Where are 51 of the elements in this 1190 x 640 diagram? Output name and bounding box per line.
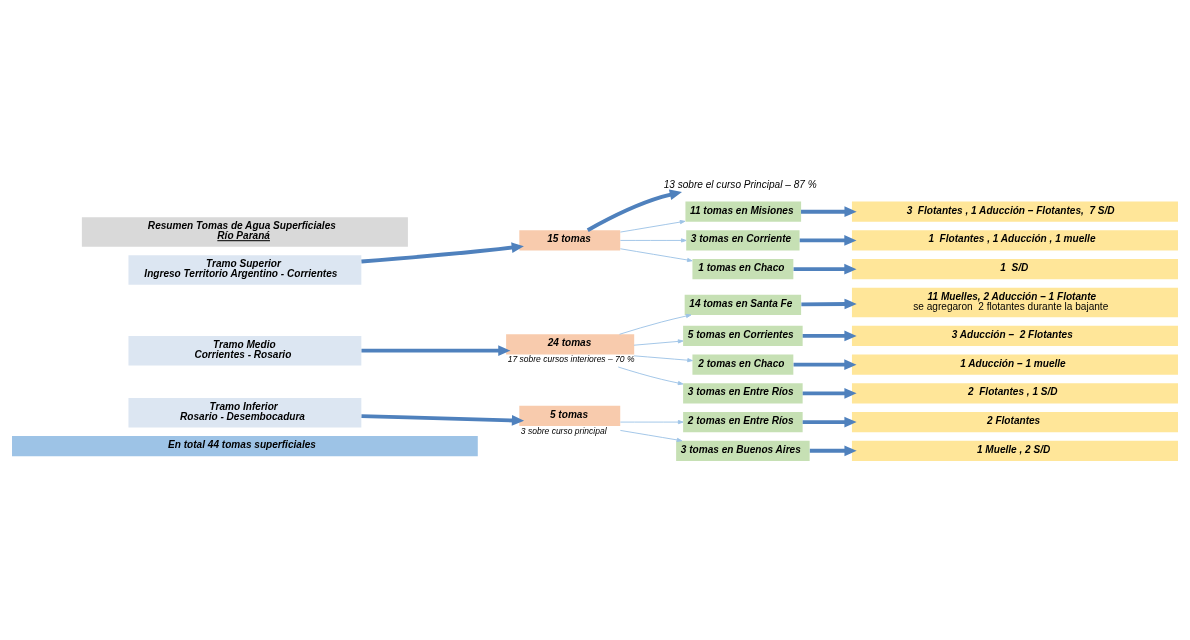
node-box: Tramo Superior Ingreso Territorio Argentino - Corrientes <box>128 255 362 285</box>
arrow <box>809 445 857 457</box>
arrow <box>619 420 684 425</box>
arrow <box>619 313 692 335</box>
arrow <box>793 263 857 275</box>
node-box: 1 Flotantes , 1 Aducción , 1 muelle <box>851 230 1178 251</box>
node-box: Tramo Medio Corrientes - Rosario <box>128 335 362 366</box>
node-label: 3 sobre curso principal <box>520 425 607 436</box>
node-box: 24 tomas <box>506 334 635 355</box>
node-box: 3 tomas en Corriente <box>686 230 800 251</box>
node-box: 2 tomas en Entre Ríos <box>683 412 803 433</box>
node-box: 3 Aducción – 2 Flotantes <box>851 325 1178 346</box>
arrow <box>361 414 525 426</box>
node-box: Resumen Tomas de Agua Superficiales Río Paraná <box>81 217 408 247</box>
arrow <box>617 366 684 386</box>
node-box: 11 Muelles, 2 Aducción – 1 Flotante se agregaron 2 flotantes durante la bajante <box>851 287 1178 318</box>
arrow <box>801 206 857 218</box>
node-box: 1 tomas en Chaco <box>692 259 794 280</box>
arrow <box>802 330 857 342</box>
node-box: En total 44 tomas superficiales <box>12 436 478 457</box>
arrow <box>802 416 857 428</box>
node-box: 5 tomas en Corrientes <box>683 325 803 346</box>
arrow <box>802 388 857 399</box>
node-box: 15 tomas <box>519 230 621 251</box>
arrow <box>361 242 524 264</box>
node-box: 1 Aducción – 1 muelle <box>851 354 1178 375</box>
arrow <box>633 355 693 363</box>
arrow <box>801 298 857 310</box>
arrow <box>619 220 686 233</box>
node-box: Tramo Inferior Rosario - Desembocadura <box>128 398 362 428</box>
node-box: 1 S/D <box>851 259 1178 280</box>
node-box: 3 tomas en Entre Ríos <box>683 383 803 404</box>
arrow <box>619 429 683 442</box>
node-box: 5 tomas <box>519 405 621 426</box>
node-box: 3 tomas en Buenos Aires <box>676 440 810 461</box>
arrow <box>619 238 687 243</box>
node-label: 17 sobre cursos interiores – 70 % <box>507 354 635 365</box>
arrow <box>633 339 684 346</box>
node-text: 13 sobre el curso Principal – 87 % <box>663 178 817 190</box>
arrow <box>799 235 857 246</box>
node-box: 2 tomas en Chaco <box>692 354 794 375</box>
node-box: 11 tomas en Misiones <box>685 201 802 222</box>
arrow <box>619 248 693 263</box>
node-box: 14 tomas en Santa Fe <box>684 294 802 315</box>
arrow <box>586 189 682 232</box>
node-box: 2 Flotantes <box>851 412 1178 433</box>
node-box: 2 Flotantes , 1 S/D <box>851 383 1178 404</box>
arrow <box>361 345 511 356</box>
node-box: 3 Flotantes , 1 Aducción – Flotantes, 7 S/D <box>851 201 1178 222</box>
arrow <box>793 359 857 370</box>
node-box: 1 Muelle , 2 S/D <box>851 440 1178 461</box>
